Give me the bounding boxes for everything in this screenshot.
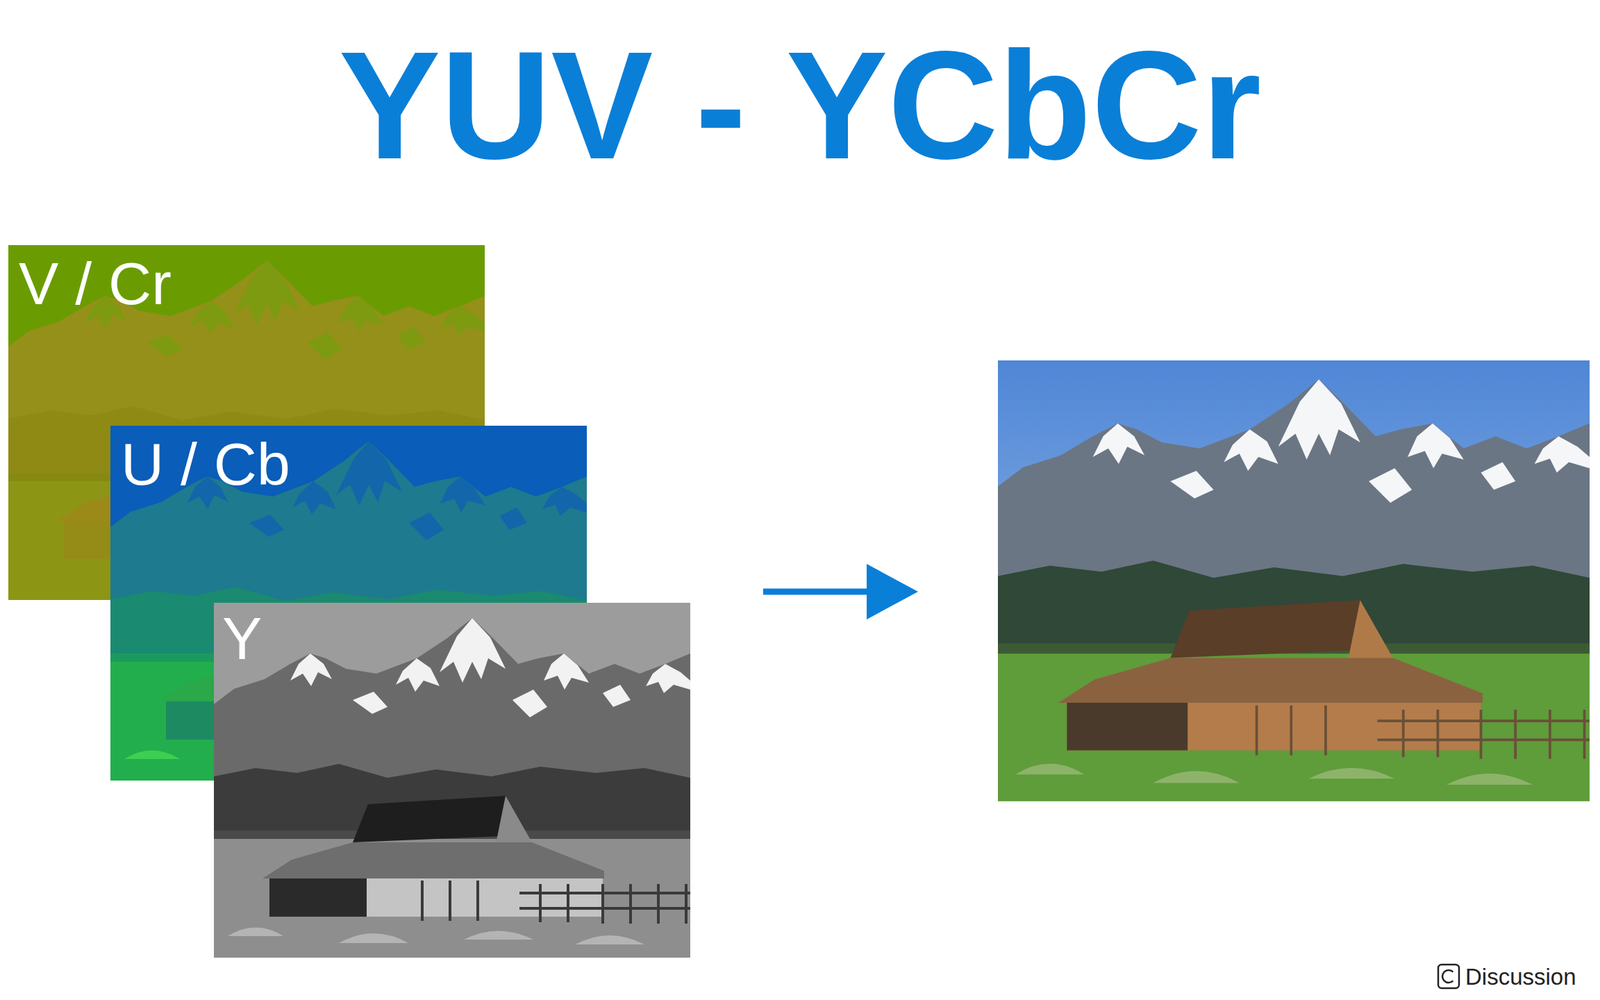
illustration-part: [227, 927, 645, 946]
illustration-part: [866, 563, 919, 620]
illustration-part: [213, 763, 691, 843]
luma-channel-panel: Y: [213, 602, 691, 958]
illustration-part: [1256, 705, 1590, 760]
luma-channel-image: [213, 602, 691, 958]
illustration-part: [1066, 702, 1481, 750]
illustration-part: [495, 795, 532, 848]
diagram-title: YUV - YCbCr: [0, 29, 1600, 182]
cb-channel-panel: U / Cb: [110, 425, 587, 781]
illustration-part: [213, 838, 691, 958]
illustration-part: [262, 842, 605, 879]
conversion-arrow: [763, 563, 919, 620]
illustration-part: [997, 360, 1590, 802]
illustration-part: [422, 880, 691, 924]
channel-label: U / Cb: [120, 434, 291, 494]
channel-label: V / Cr: [18, 253, 172, 314]
illustration-part: [1170, 600, 1378, 658]
illustration-part: [1438, 964, 1460, 989]
illustration-part: [269, 878, 367, 917]
illustration-part: [213, 602, 691, 958]
illustration-part: [1347, 600, 1394, 664]
illustration-part: [1066, 702, 1188, 750]
watermark-icon: [1438, 964, 1460, 989]
illustration-part: [1093, 379, 1590, 503]
illustration-part: [763, 588, 877, 596]
illustration-part: [1442, 970, 1453, 983]
illustration-part: [1015, 763, 1533, 785]
illustration-part: [269, 878, 603, 917]
watermark-text: Discussion: [1465, 965, 1577, 989]
illustration-part: [997, 560, 1590, 658]
illustration-part: [997, 653, 1590, 801]
channel-label: Y: [222, 608, 262, 669]
illustration-part: [352, 795, 520, 843]
color-photo: [997, 360, 1590, 802]
illustration-part: [290, 618, 691, 718]
illustration-part: [1058, 657, 1483, 703]
cr-channel-panel: V / Cr: [8, 245, 485, 600]
